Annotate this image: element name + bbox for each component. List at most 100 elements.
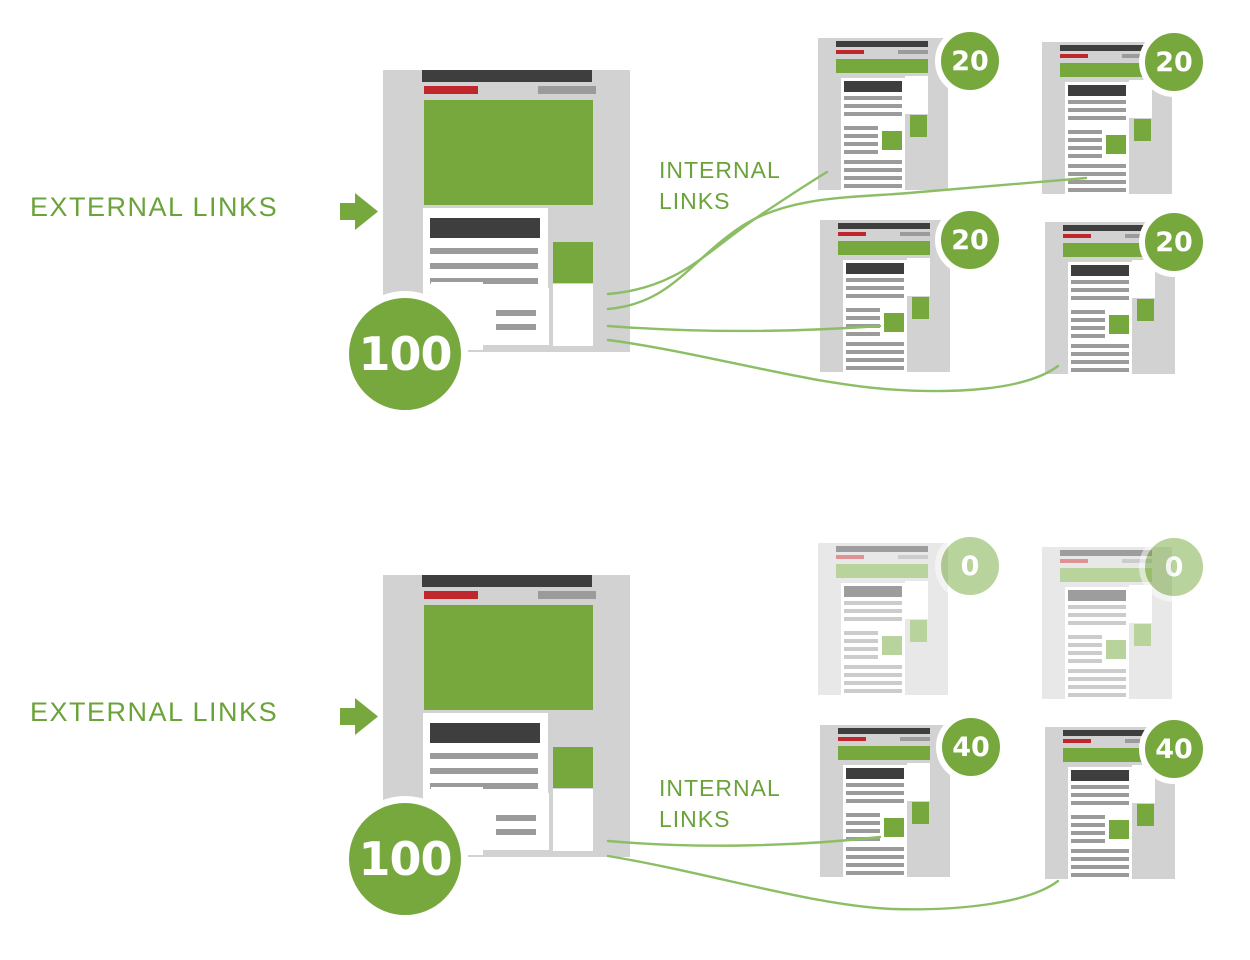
text-line: [496, 324, 536, 330]
page-score: 40: [1155, 733, 1193, 765]
text-line: [1071, 360, 1129, 364]
external-links-label: EXTERNAL LINKS: [30, 697, 279, 727]
banner-block: [836, 59, 928, 73]
inline-image-block: [1109, 820, 1129, 839]
nav-bar: [900, 232, 930, 236]
inline-image-block: [882, 636, 902, 655]
nav-bar: [898, 50, 928, 54]
banner-block: [838, 746, 930, 760]
text-line: [1068, 138, 1102, 142]
nav-bar: [538, 591, 596, 599]
text-line: [1071, 296, 1129, 300]
text-line: [1071, 865, 1129, 869]
text-line: [844, 184, 902, 188]
inline-image-block: [884, 313, 904, 332]
text-line: [846, 871, 904, 875]
article-heading: [1071, 265, 1129, 276]
sidebar-ad-block: [1137, 804, 1154, 826]
text-line: [846, 308, 880, 312]
text-line: [1071, 823, 1105, 827]
text-line: [1068, 188, 1126, 192]
linked-page-card: [818, 38, 948, 190]
article-column: [843, 260, 907, 372]
text-line: [1068, 621, 1126, 625]
inline-image-block: [1109, 315, 1129, 334]
page-score: 0: [960, 550, 980, 582]
text-line: [1068, 677, 1126, 681]
page-score: 20: [1155, 226, 1193, 258]
sidebar-ad-block: [912, 802, 929, 824]
text-line: [844, 168, 902, 172]
text-line: [844, 639, 878, 643]
hero-image-block: [424, 100, 593, 205]
nav-bar: [900, 737, 930, 741]
text-line: [846, 278, 904, 282]
page-score-badge: 20: [935, 26, 1005, 96]
page-score: 40: [952, 731, 990, 763]
linked-page-card: [820, 725, 950, 877]
text-line: [430, 783, 538, 789]
text-line: [1068, 100, 1126, 104]
logo-bar: [424, 86, 478, 94]
external-links-arrow-icon: [340, 193, 378, 230]
sidebar-ad-block: [910, 115, 927, 137]
text-line: [1068, 164, 1126, 168]
logo-bar: [838, 232, 866, 236]
source-page-score: 100: [358, 832, 452, 886]
source-page-card: [383, 70, 630, 352]
nav-bar: [1122, 54, 1152, 58]
text-line: [1071, 310, 1105, 314]
text-line: [846, 791, 904, 795]
text-line: [844, 104, 902, 108]
text-line: [1068, 146, 1102, 150]
article-column: [843, 765, 907, 877]
nav-bar: [898, 555, 928, 559]
page-score-badge: 20: [1139, 207, 1209, 277]
text-line: [846, 316, 880, 320]
text-line: [844, 665, 902, 669]
text-line: [1068, 605, 1126, 609]
sidebar-white-block: [1132, 260, 1155, 298]
internal-links-label: INTERNAL LINKS: [659, 155, 781, 217]
text-line: [1068, 180, 1126, 184]
text-line: [846, 350, 904, 354]
logo-bar: [1063, 234, 1091, 238]
banner-block: [1060, 568, 1152, 582]
text-line: [1068, 669, 1126, 673]
sidebar-ad-block: [910, 620, 927, 642]
text-line: [1071, 326, 1105, 330]
text-line: [846, 799, 904, 803]
article-heading: [846, 263, 904, 274]
nav-bar: [1122, 559, 1152, 563]
page-score: 20: [951, 45, 989, 77]
article-column: [841, 78, 905, 190]
page-score-badge: 0: [1139, 532, 1209, 602]
text-line: [1071, 288, 1129, 292]
text-line: [846, 821, 880, 825]
text-line: [1071, 785, 1129, 789]
article-block: [423, 208, 548, 296]
sidebar-white-block: [553, 789, 593, 851]
banner-block: [1060, 63, 1152, 77]
sidebar-ad-block: [1134, 119, 1151, 141]
text-line: [496, 310, 536, 316]
internal-links-label: INTERNAL LINKS: [659, 773, 781, 835]
text-line: [844, 134, 878, 138]
text-line: [1068, 613, 1126, 617]
text-line: [844, 96, 902, 100]
text-line: [430, 263, 538, 269]
nav-bar: [538, 86, 596, 94]
text-line: [1071, 318, 1105, 322]
external-links-arrow-icon: [340, 698, 378, 735]
internal-links-label-line1: INTERNAL: [659, 775, 781, 801]
article-column: [1065, 82, 1129, 194]
text-line: [1071, 831, 1105, 835]
article-heading: [1068, 590, 1126, 601]
text-line: [1068, 643, 1102, 647]
text-line: [846, 847, 904, 851]
text-line: [1068, 130, 1102, 134]
text-line: [1071, 344, 1129, 348]
browser-top-bar: [422, 70, 592, 82]
sidebar-ad-block: [553, 747, 593, 788]
